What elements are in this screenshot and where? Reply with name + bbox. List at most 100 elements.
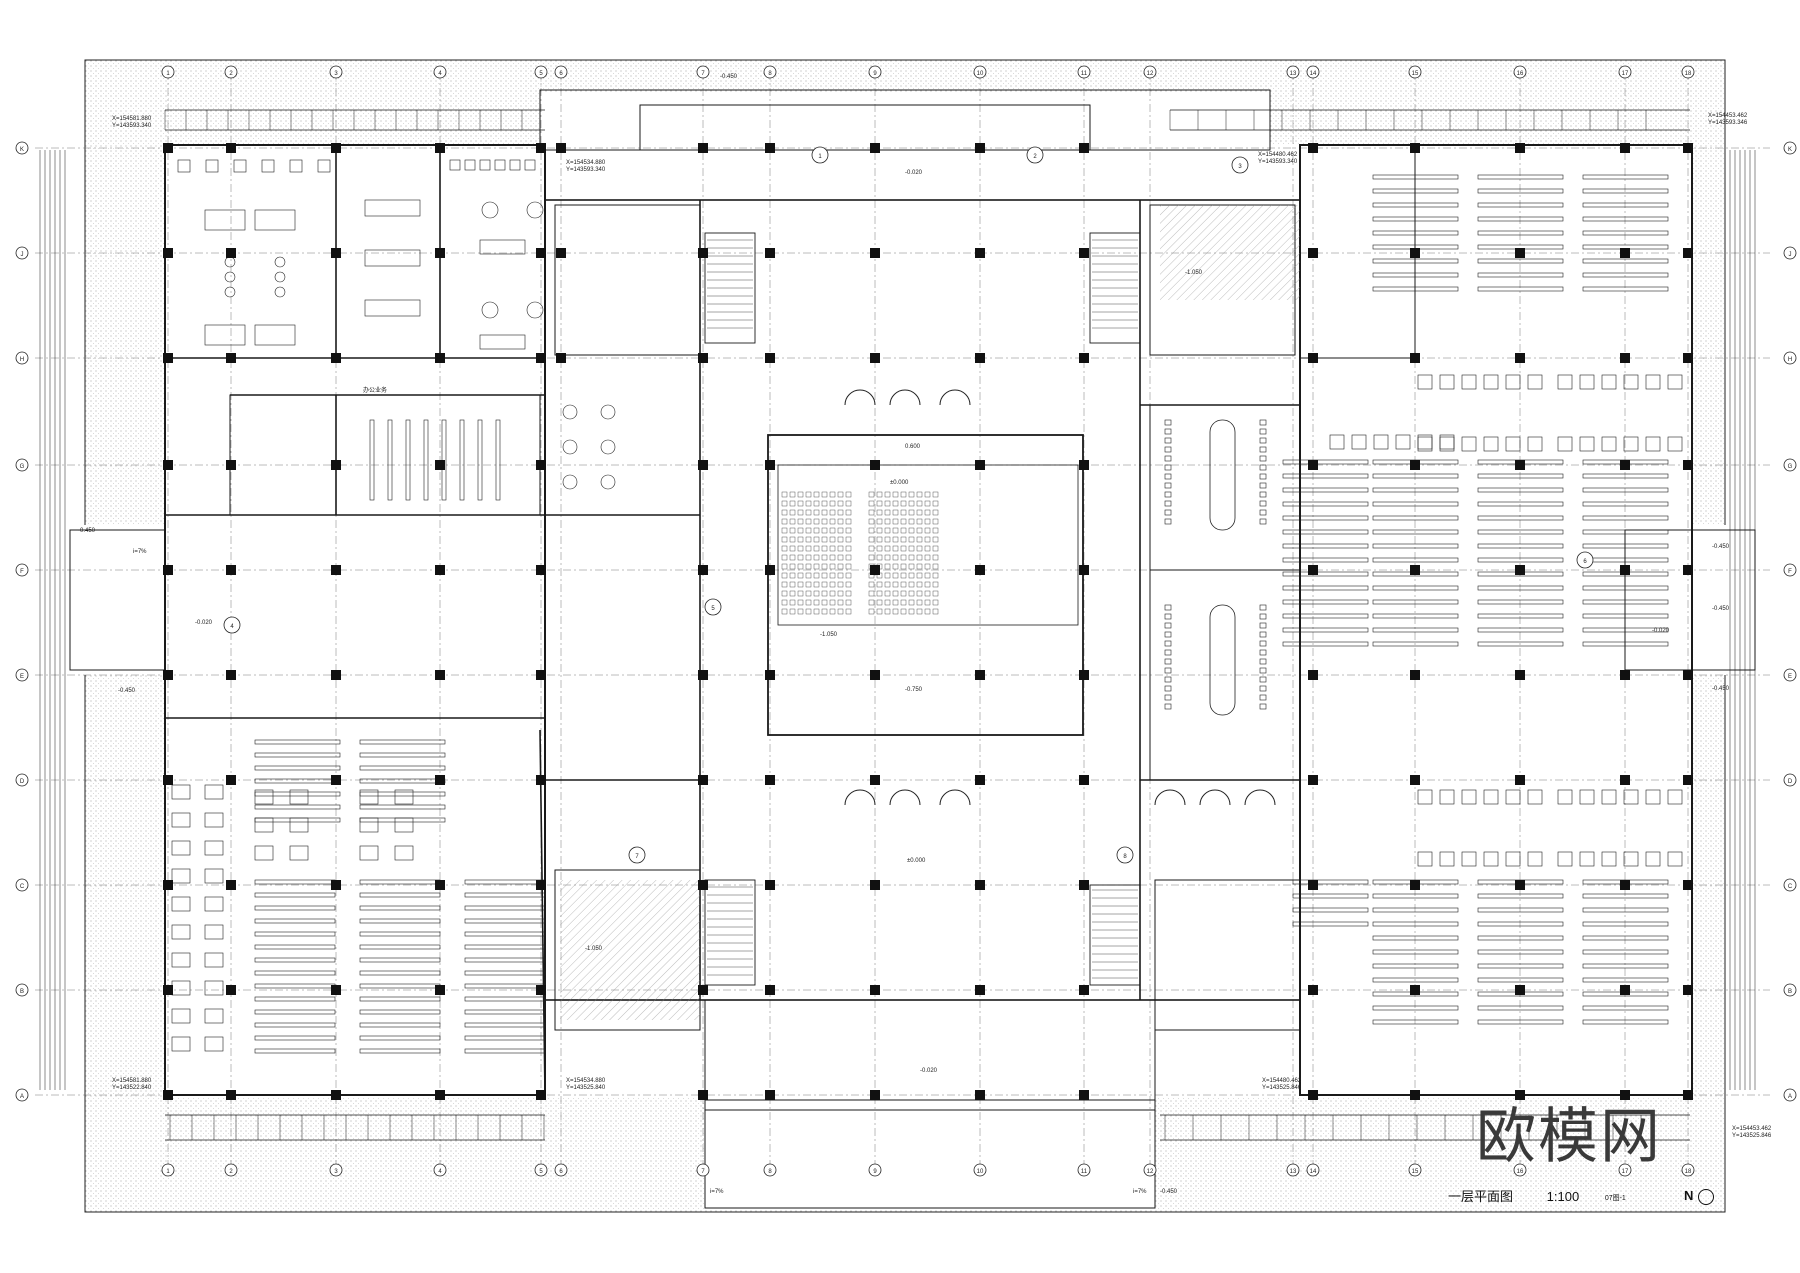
column bbox=[1515, 880, 1525, 890]
auditorium-seat bbox=[829, 572, 836, 579]
grid-bubble-label: B bbox=[20, 989, 24, 995]
drawing-scale: 1:100 bbox=[1546, 1189, 1580, 1204]
study-desk bbox=[1505, 436, 1521, 452]
column bbox=[1515, 670, 1525, 680]
auditorium-seat bbox=[900, 500, 907, 507]
chair bbox=[1164, 473, 1172, 480]
grid-bubble-label: D bbox=[1788, 779, 1793, 785]
column bbox=[698, 1090, 708, 1100]
column bbox=[331, 248, 341, 258]
cafe-table bbox=[562, 404, 578, 420]
auditorium-seat bbox=[781, 572, 788, 579]
section-mark bbox=[223, 616, 241, 634]
auditorium-seat bbox=[845, 491, 852, 498]
auditorium-seat bbox=[797, 563, 804, 570]
auditorium-seat bbox=[932, 599, 939, 606]
section-mark-label: 2 bbox=[1033, 154, 1037, 160]
column bbox=[1683, 775, 1693, 785]
book-shelf bbox=[1582, 216, 1669, 222]
auditorium-seat bbox=[892, 554, 899, 561]
auditorium-seat bbox=[813, 563, 820, 570]
lounge-sofa bbox=[939, 389, 971, 406]
auditorium-seat bbox=[789, 554, 796, 561]
grid-bubble-label: 14 bbox=[1310, 1169, 1317, 1175]
study-desk bbox=[1645, 374, 1661, 390]
column bbox=[536, 248, 546, 258]
auditorium-seat bbox=[876, 545, 883, 552]
auditorium-seat bbox=[797, 509, 804, 516]
north-label: N bbox=[1684, 1188, 1694, 1203]
study-desk bbox=[1579, 851, 1595, 867]
coord-mid-se-x: X=154480.462 bbox=[1262, 1078, 1302, 1084]
book-shelf bbox=[1372, 174, 1459, 180]
book-shelf bbox=[1477, 977, 1564, 983]
study-desk bbox=[1483, 851, 1499, 867]
auditorium-seat bbox=[781, 500, 788, 507]
book-shelf bbox=[1477, 1005, 1564, 1011]
auditorium-seat bbox=[868, 527, 875, 534]
chair bbox=[1164, 622, 1172, 629]
chair bbox=[1164, 658, 1172, 665]
book-shelf bbox=[1477, 272, 1564, 278]
wall bbox=[1089, 884, 1141, 986]
column bbox=[698, 248, 708, 258]
book-shelf bbox=[1372, 188, 1459, 194]
column bbox=[1079, 248, 1089, 258]
auditorium-seat bbox=[868, 590, 875, 597]
round-table bbox=[224, 271, 236, 283]
lounge-sofa bbox=[1244, 789, 1276, 806]
level-west-out-2: -0.450 bbox=[78, 528, 96, 534]
column bbox=[975, 1090, 985, 1100]
wall bbox=[704, 999, 1156, 1111]
study-desk bbox=[394, 845, 414, 861]
book-shelf bbox=[1582, 286, 1669, 292]
grid-bubble-label: G bbox=[1788, 464, 1793, 470]
grid-bubble-label: 5 bbox=[539, 71, 543, 77]
grid-bubble bbox=[15, 878, 29, 892]
book-shelf bbox=[1282, 501, 1369, 507]
column bbox=[698, 353, 708, 363]
auditorium-seat bbox=[805, 554, 812, 561]
chair bbox=[1164, 703, 1172, 710]
workstation bbox=[261, 159, 275, 173]
auditorium-seat bbox=[789, 572, 796, 579]
book-shelf bbox=[1582, 529, 1669, 535]
column bbox=[1079, 880, 1089, 890]
auditorium-seat bbox=[916, 509, 923, 516]
auditorium-seat bbox=[900, 536, 907, 543]
coord-ne-x: X=154453.462 bbox=[1708, 113, 1748, 119]
column bbox=[1515, 353, 1525, 363]
coord-sw-y: Y=143522.840 bbox=[112, 1085, 152, 1091]
study-desk bbox=[1417, 851, 1433, 867]
grid-bubble-label: 10 bbox=[977, 1169, 984, 1175]
study-desk bbox=[254, 789, 274, 805]
grid-bubble-label: 16 bbox=[1517, 1169, 1524, 1175]
coord-mid-se-y: Y=143525.846 bbox=[1262, 1085, 1302, 1091]
reading-table bbox=[254, 1048, 336, 1054]
wall bbox=[767, 434, 1084, 736]
column bbox=[331, 460, 341, 470]
auditorium-seat bbox=[924, 500, 931, 507]
reading-table bbox=[254, 739, 341, 745]
column bbox=[1683, 143, 1693, 153]
book-shelf bbox=[1582, 202, 1669, 208]
auditorium-seat bbox=[781, 536, 788, 543]
auditorium-seat bbox=[805, 608, 812, 615]
auditorium-seat bbox=[916, 536, 923, 543]
auditorium-seat bbox=[884, 536, 891, 543]
chair bbox=[1259, 703, 1267, 710]
column bbox=[870, 565, 880, 575]
chair bbox=[1259, 455, 1267, 462]
column bbox=[870, 1090, 880, 1100]
study-desk bbox=[1417, 789, 1433, 805]
workstation bbox=[479, 159, 491, 171]
auditorium-seat bbox=[821, 563, 828, 570]
lounge-sofa bbox=[844, 789, 876, 806]
section-mark bbox=[1231, 156, 1249, 174]
column bbox=[163, 670, 173, 680]
book-shelf bbox=[1292, 907, 1369, 913]
chair bbox=[1259, 428, 1267, 435]
column bbox=[1683, 880, 1693, 890]
chair bbox=[1164, 640, 1172, 647]
chair bbox=[1259, 667, 1267, 674]
